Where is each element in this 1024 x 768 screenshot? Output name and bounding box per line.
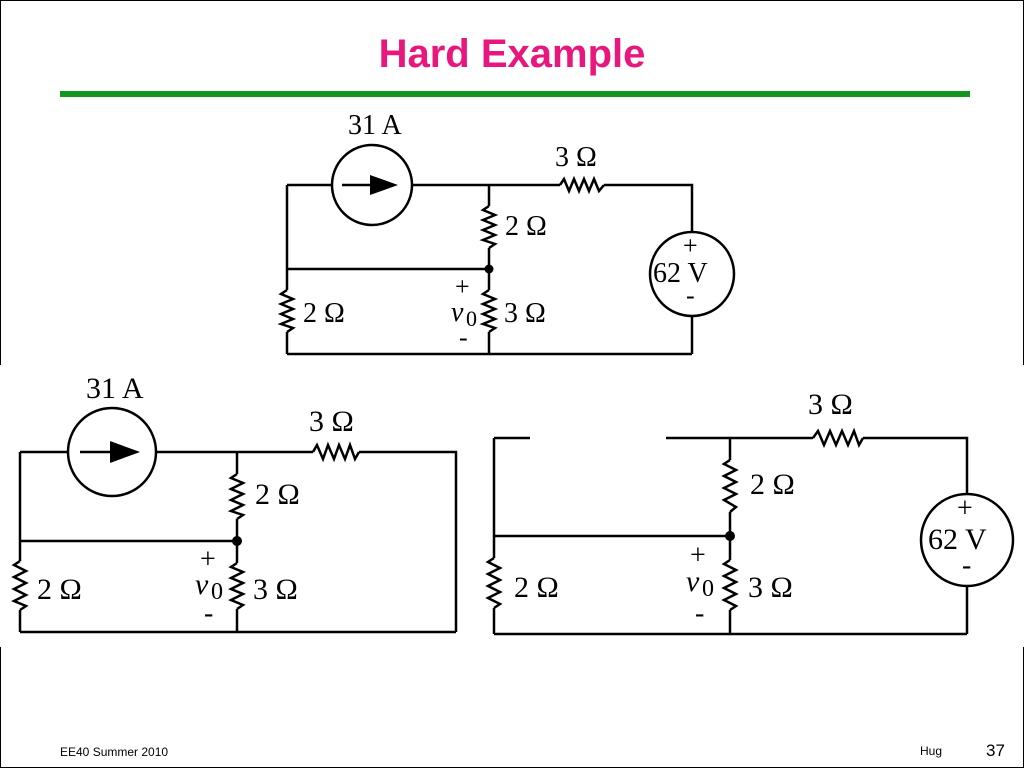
- label-r-upper: 2 Ω: [255, 478, 300, 511]
- wire-top-right: [359, 450, 458, 632]
- page-number: 37: [986, 741, 1005, 760]
- circuit-voltage-only: 3 Ω 2 Ω 3 Ω 2 Ω 62 V + - + v 0 -: [485, 388, 1015, 636]
- label-v0: v: [451, 297, 464, 328]
- resistor-left-icon: [277, 288, 297, 334]
- label-current-source: 31 A: [348, 110, 402, 141]
- label-r-upper: 2 Ω: [750, 468, 795, 501]
- label-r-lower: 3 Ω: [253, 573, 298, 606]
- resistor-lower-icon: [227, 561, 247, 611]
- label-v0-plus: +: [200, 544, 216, 575]
- label-current-source: 31 A: [86, 372, 144, 405]
- footer-course: EE40 Summer 2010: [60, 745, 169, 759]
- circuit-current-only: 31 A 3 Ω 2 Ω 3 Ω 2 Ω + v 0 -: [10, 372, 458, 634]
- footer-author: Hug: [920, 744, 943, 758]
- current-arrow-head: [370, 175, 398, 195]
- label-vs-minus: -: [962, 550, 971, 581]
- label-r-lower: 3 Ω: [748, 571, 793, 604]
- label-r-series: 3 Ω: [555, 142, 597, 173]
- node-v0: [484, 264, 494, 274]
- label-v0-plus: +: [690, 540, 706, 571]
- label-v0-subscript: 0: [466, 306, 477, 331]
- label-r-left: 2 Ω: [303, 298, 345, 329]
- circuit-full: 31 A 3 Ω 2 Ω 3 Ω 2 Ω 62 V + - + v 0 -: [277, 110, 736, 356]
- current-arrow-head: [110, 441, 140, 463]
- label-r-left: 2 Ω: [514, 571, 559, 604]
- resistor-series-icon: [558, 175, 605, 195]
- voltage-source-icon: [919, 492, 1015, 588]
- resistor-upper-icon: [721, 458, 739, 513]
- wire-top-right: [863, 436, 969, 495]
- label-voltage-source: 62 V: [653, 258, 708, 289]
- node-v0: [725, 531, 735, 541]
- label-v0-plus: +: [455, 272, 470, 301]
- label-r-left: 2 Ω: [37, 573, 82, 606]
- label-r-upper: 2 Ω: [505, 211, 547, 242]
- label-v0-minus: -: [204, 598, 213, 629]
- label-v0-minus: -: [695, 598, 704, 629]
- slide-title: Hard Example: [378, 32, 646, 76]
- label-r-lower: 3 Ω: [504, 298, 546, 329]
- voltage-source-icon: [648, 230, 736, 318]
- resistor-left-icon: [10, 559, 29, 612]
- resistor-lower-icon: [721, 558, 739, 612]
- resistor-upper-icon: [227, 472, 247, 521]
- node-v0: [232, 536, 242, 546]
- resistor-series-icon: [811, 427, 865, 449]
- wire-top-right: [604, 183, 694, 232]
- resistor-left-icon: [485, 556, 503, 610]
- label-vs-plus: +: [957, 493, 973, 524]
- resistor-series-icon: [311, 441, 361, 463]
- label-v0-subscript: 0: [211, 579, 223, 605]
- title-underline: [60, 91, 970, 97]
- label-vs-minus: -: [686, 281, 695, 310]
- label-v0-minus: -: [459, 323, 468, 352]
- label-r-series: 3 Ω: [309, 405, 354, 438]
- label-vs-plus: +: [683, 231, 698, 260]
- label-v0-subscript: 0: [702, 576, 714, 602]
- label-v0: v: [195, 568, 209, 601]
- resistor-upper-icon: [479, 204, 499, 250]
- lower-panel: [0, 365, 1024, 647]
- label-voltage-source: 62 V: [928, 523, 987, 556]
- label-v0: v: [686, 565, 700, 598]
- label-r-series: 3 Ω: [808, 388, 853, 421]
- resistor-lower-icon: [479, 288, 499, 334]
